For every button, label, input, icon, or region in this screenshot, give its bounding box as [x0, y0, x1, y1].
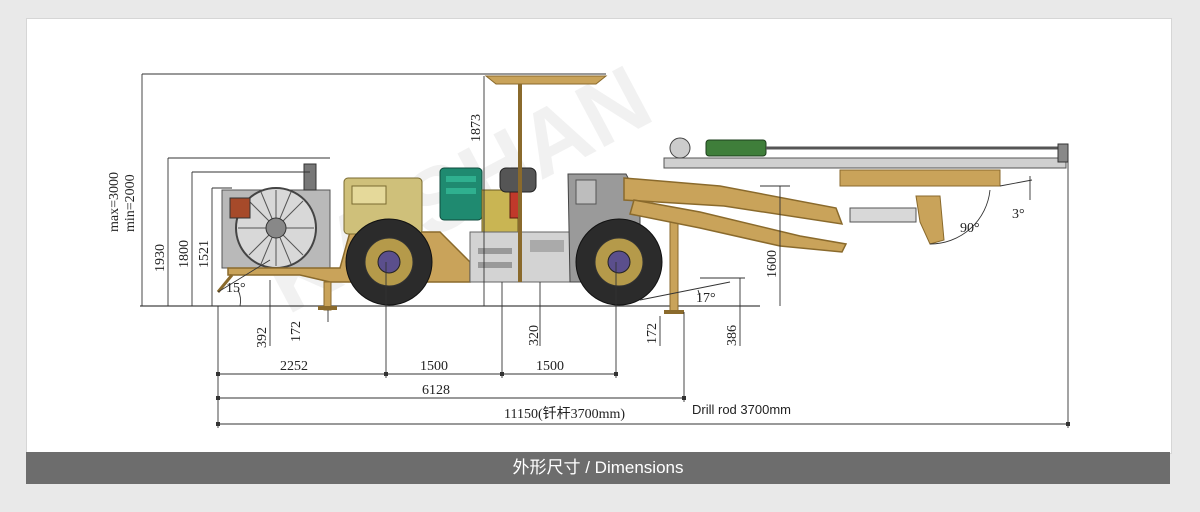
- drill-rig-machine: [216, 75, 1069, 314]
- feed-carriage: [839, 169, 1001, 187]
- dim-6128: 6128: [422, 383, 450, 398]
- dim-1800: 1800: [177, 240, 192, 268]
- dimension-ticks: [216, 372, 1070, 426]
- feed-beam: [663, 157, 1067, 169]
- front-wheel: [575, 218, 663, 306]
- dim-height-min: min=2000: [123, 174, 138, 232]
- dim-1521: 1521: [197, 240, 212, 268]
- dim-386: 386: [725, 325, 740, 346]
- dim-rear-172: 172: [289, 321, 304, 342]
- hose-reel: [669, 137, 691, 159]
- canopy-roof: [484, 75, 608, 85]
- exhaust-stack: [303, 163, 317, 191]
- dim-front-172: 172: [645, 323, 660, 344]
- rear-wheel: [345, 218, 433, 306]
- dim-320: 320: [527, 325, 542, 346]
- feed-bracket: [915, 195, 945, 245]
- dim-392: 392: [255, 327, 270, 348]
- dim-2252: 2252: [280, 359, 308, 374]
- boom-lower-link: [629, 199, 848, 253]
- front-stabilizer: [669, 221, 679, 313]
- rock-drill: [705, 139, 767, 157]
- boom-arm: [623, 177, 844, 225]
- boom-cylinder: [849, 207, 917, 223]
- drill-rod-note: Drill rod 3700mm: [692, 402, 791, 417]
- dim-canopy-1873: 1873: [469, 114, 484, 142]
- dim-1930: 1930: [153, 244, 168, 272]
- dim-11150: 11150(钎杆3700mm): [504, 406, 625, 422]
- dim-height-max: max=3000: [107, 172, 122, 232]
- rear-stabilizer: [323, 281, 332, 311]
- dimension-lines: [141, 73, 1069, 428]
- angle-90: 90°: [960, 221, 980, 236]
- angle-3: 3°: [1012, 207, 1025, 222]
- dim-1500-a: 1500: [420, 359, 448, 374]
- dim-1500-b: 1500: [536, 359, 564, 374]
- angle-rear-15: 15°: [226, 281, 246, 296]
- dim-boom-1600: 1600: [765, 250, 780, 278]
- angle-front-17: 17°: [696, 291, 716, 306]
- footer-caption-bar: 外形尺寸 / Dimensions: [26, 452, 1170, 484]
